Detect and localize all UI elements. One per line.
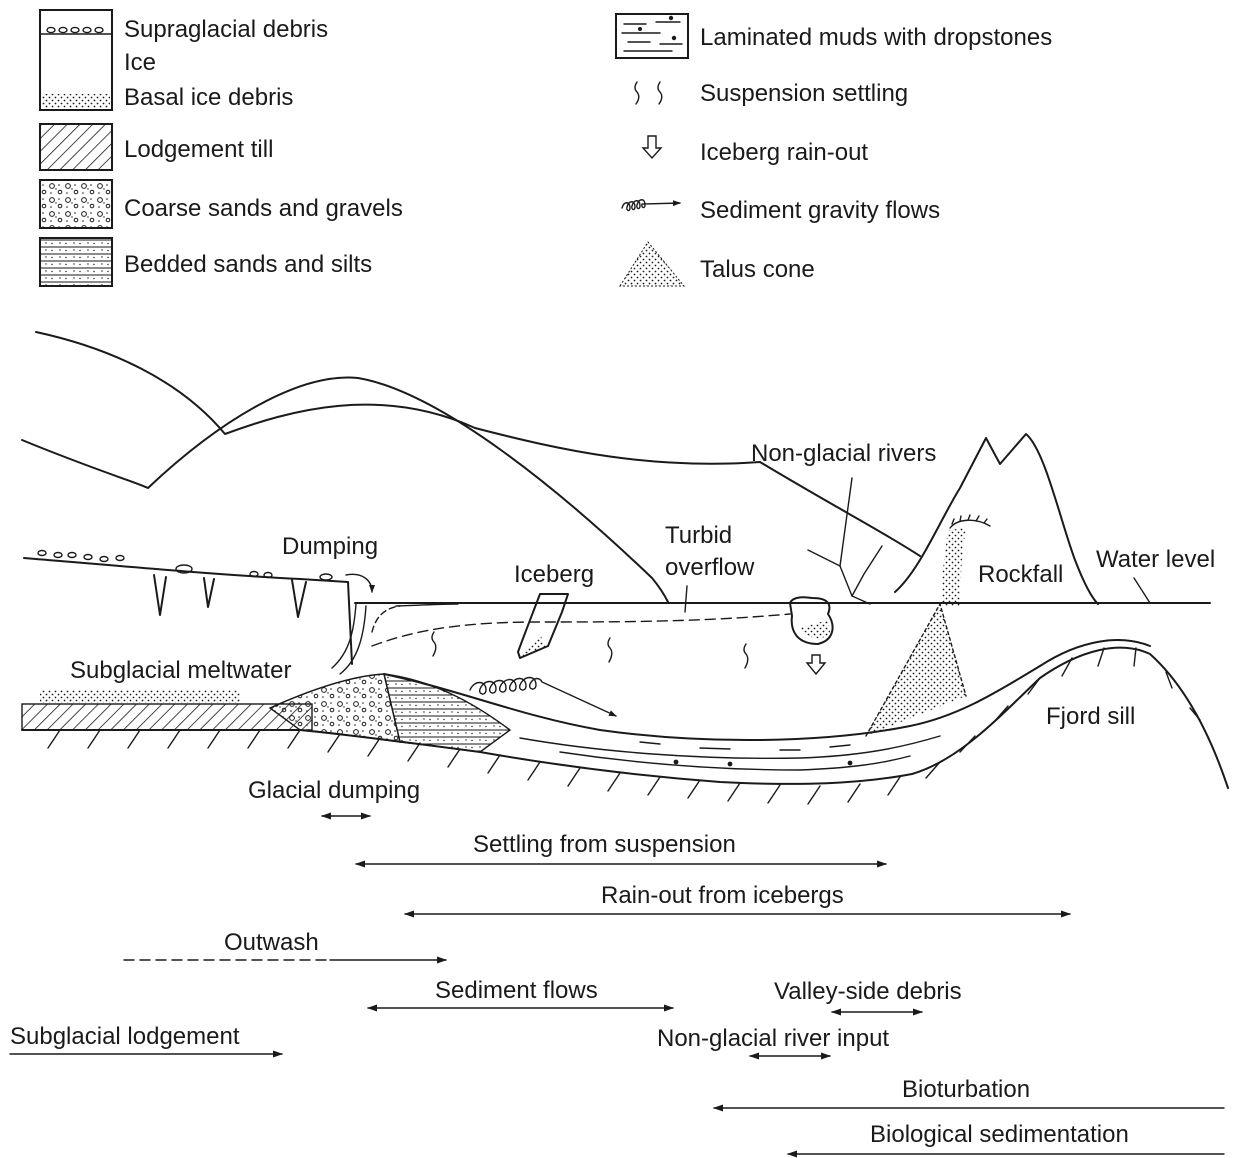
range-label-rainout: Rain-out from icebergs <box>601 882 844 909</box>
gravity-flow-curls <box>470 678 616 717</box>
grounding-line-fan <box>270 674 400 742</box>
legend-label-ice: Ice <box>124 49 156 76</box>
label-subglacial-meltwater: Subglacial meltwater <box>70 657 291 684</box>
legend-label-gravity-flows: Sediment gravity flows <box>700 197 940 224</box>
legend-left: Supraglacial debris Ice Basal ice debris… <box>40 10 403 286</box>
legend-label-bedded: Bedded sands and silts <box>124 251 372 278</box>
range-label-outwash: Outwash <box>224 929 319 956</box>
legend-label-supraglacial: Supraglacial debris <box>124 16 328 43</box>
legend-label-suspension: Suspension settling <box>700 80 908 107</box>
glacier <box>24 551 372 665</box>
range-label-sediment-flows: Sediment flows <box>435 977 598 1004</box>
range-label-bioturbation: Bioturbation <box>902 1076 1030 1103</box>
legend-label-iceberg-rain: Iceberg rain-out <box>700 139 868 166</box>
range-label-non-glacial-river: Non-glacial river input <box>657 1025 889 1052</box>
lodgement-till-layer <box>22 704 312 730</box>
process-ranges: Glacial dumping Settling from suspension… <box>10 777 1224 1154</box>
range-label-settling: Settling from suspension <box>473 831 736 858</box>
talus-cone <box>866 604 966 736</box>
ice-column-swatch <box>40 10 112 110</box>
range-label-biological-sedimentation: Biological sedimentation <box>870 1121 1129 1148</box>
label-water-level: Water level <box>1096 546 1215 573</box>
label-rockfall: Rockfall <box>978 561 1063 588</box>
laminated-muds-swatch <box>616 14 688 58</box>
lodgement-till-swatch <box>40 124 112 170</box>
fjord-cross-section: Non-glacial rivers Dumping Turbid overfl… <box>22 332 1228 804</box>
label-overflow: overflow <box>665 554 755 581</box>
legend-label-lodgement: Lodgement till <box>124 136 273 163</box>
suspension-settling-symbol <box>635 82 662 104</box>
legend-label-talus: Talus cone <box>700 256 815 283</box>
suspension-squiggles <box>432 632 748 668</box>
grounded-iceberg <box>790 597 833 674</box>
gravity-flow-symbol <box>622 200 680 211</box>
label-dumping: Dumping <box>282 533 378 560</box>
basal-debris-layer <box>40 690 240 703</box>
bedded-sands-swatch <box>40 238 112 286</box>
label-iceberg: Iceberg <box>514 561 594 588</box>
range-label-valley-side-debris: Valley-side debris <box>774 978 962 1005</box>
label-non-glacial-rivers: Non-glacial rivers <box>751 440 936 467</box>
range-label-subglacial-lodgement: Subglacial lodgement <box>10 1023 240 1050</box>
coarse-gravel-swatch <box>40 180 112 228</box>
turbid-overflow-plume <box>372 614 790 646</box>
legend-label-coarse: Coarse sands and gravels <box>124 195 403 222</box>
label-turbid: Turbid <box>665 522 732 549</box>
range-label-glacial-dumping: Glacial dumping <box>248 777 420 804</box>
label-fjord-sill: Fjord sill <box>1046 703 1135 730</box>
legend-right: Laminated muds with dropstones Suspensio… <box>616 14 1052 286</box>
talus-cone-swatch <box>620 242 684 286</box>
iceberg-rainout-arrow-icon <box>643 136 661 158</box>
legend-label-basal: Basal ice debris <box>124 84 293 111</box>
legend-label-laminated: Laminated muds with dropstones <box>700 24 1052 51</box>
